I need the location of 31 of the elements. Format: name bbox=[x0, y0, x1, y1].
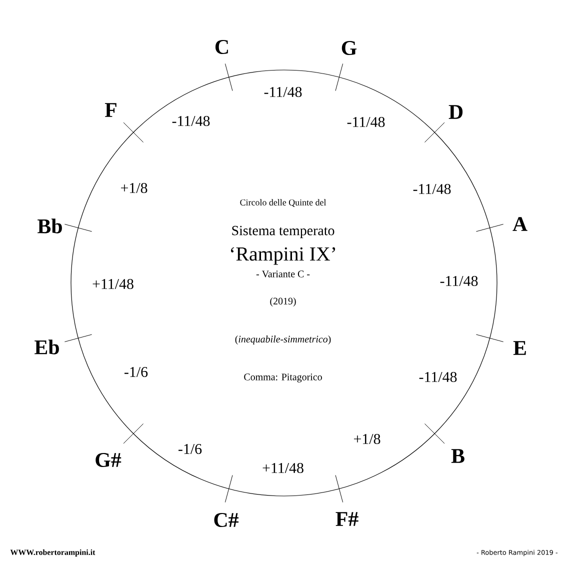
note-name: B bbox=[451, 449, 464, 463]
interval-value: +11/48 bbox=[92, 278, 134, 290]
note-name: F bbox=[104, 103, 116, 117]
title-text: - Variante C - bbox=[256, 270, 310, 278]
note-name: D bbox=[448, 105, 463, 119]
note-name: A bbox=[512, 217, 528, 231]
title-text: (inequabile-simmetrico) bbox=[235, 335, 331, 345]
note-name: E bbox=[513, 341, 526, 355]
interval-value: -1/6 bbox=[124, 367, 148, 378]
interval-value: -1/6 bbox=[178, 444, 202, 454]
interval-value: -11/48 bbox=[347, 116, 385, 128]
title-text: ‘Rampini IX’ bbox=[230, 247, 336, 265]
title-text: Comma: Pitagorico bbox=[244, 374, 322, 382]
note-name: G# bbox=[96, 452, 122, 468]
title-text: Circolo delle Quinte del bbox=[240, 199, 326, 207]
note-name: C bbox=[215, 40, 228, 54]
interval-value: -11/48 bbox=[264, 86, 302, 98]
interval-value: +1/8 bbox=[354, 434, 380, 444]
interval-value: -11/48 bbox=[172, 116, 210, 126]
interval-value: +11/48 bbox=[262, 462, 304, 474]
title-text: (2019) bbox=[270, 297, 296, 307]
note-name: F# bbox=[336, 512, 358, 526]
note-name: Eb bbox=[34, 340, 59, 354]
note-name: C# bbox=[214, 512, 238, 528]
note-name: G bbox=[342, 40, 357, 56]
interval-value: +1/8 bbox=[121, 182, 148, 194]
interval-value: -11/48 bbox=[419, 372, 457, 382]
note-name: Bb bbox=[38, 218, 62, 234]
title-text: Sistema temperato bbox=[232, 226, 334, 238]
interval-value: -11/48 bbox=[413, 184, 451, 194]
interval-value: -11/48 bbox=[440, 276, 478, 286]
